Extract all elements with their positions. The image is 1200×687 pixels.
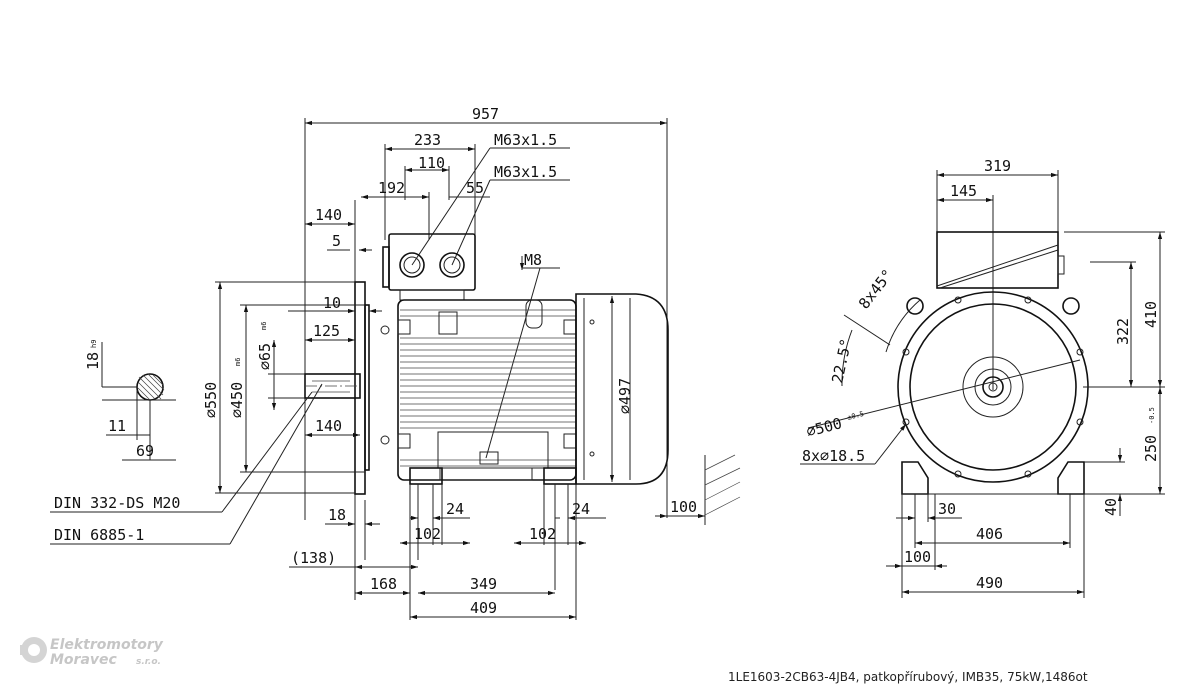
hole-angle-label: 22.5° <box>828 337 855 385</box>
frame-diameter-label: ⌀497 <box>616 378 634 414</box>
foot-width-left-label: 24 <box>446 500 464 518</box>
height-to-box-label: 410 <box>1142 301 1160 328</box>
shaft-height-tol-label: -0.5 <box>1148 407 1156 424</box>
key-depth-fit: h9 <box>90 340 98 348</box>
flange-thickness-label: 18 <box>328 506 346 524</box>
shaft-diameter-label: ⌀65 <box>256 343 274 370</box>
shaft-section: 11 69 18 h9 <box>84 340 176 461</box>
cable-entry-2-label: M63x1.5 <box>494 163 557 181</box>
flange-to-foot-label: (138) <box>291 549 336 567</box>
flange-diameter-label: ⌀550 <box>202 382 220 418</box>
flange-to-first-foot-label: 168 <box>370 575 397 593</box>
flange-spigot-label: 5 <box>332 232 341 250</box>
spigot-fit-label: m6 <box>234 358 242 366</box>
pcd-label: ⌀500 <box>804 414 844 441</box>
foot-spacing-label: 349 <box>470 575 497 593</box>
fan-clearance-label: 100 <box>670 498 697 516</box>
key-standard-label: DIN 6885-1 <box>54 526 144 544</box>
foot-pad-right-label: 102 <box>529 525 556 543</box>
hole-pattern-label: 8x⌀18.5 <box>802 447 865 465</box>
terminal-box-offset-label: 192 <box>378 179 405 197</box>
centre-hole-label: DIN 332-DS M20 <box>54 494 180 512</box>
company-logo: Elektromotory Moravec s.r.o. <box>20 637 164 668</box>
earth-thread-label: M8 <box>524 251 542 269</box>
flange-holes <box>902 296 1084 478</box>
cooling-fins <box>400 309 576 467</box>
drawing-caption: 1LE1603-2CB63-4JB4, patkopřírubový, IMB3… <box>728 670 1088 684</box>
box-height-label: 322 <box>1114 318 1132 345</box>
chamfer-angle-label: 8x45° <box>855 266 897 313</box>
foot-overall-label: 409 <box>470 599 497 617</box>
spigot-depth-label: 10 <box>323 294 341 312</box>
key-length-label: 140 <box>315 417 342 435</box>
foot-edge-label: 100 <box>904 548 931 566</box>
gland-offset-label: 55 <box>466 179 484 197</box>
box-offset-label: 145 <box>950 182 977 200</box>
spigot-diameter-label: ⌀450 <box>228 382 246 418</box>
shaft-height-label: 250 <box>1142 435 1160 462</box>
foot-hole-width-label: 30 <box>938 500 956 518</box>
foot-height-label: 40 <box>1102 498 1120 516</box>
foot-pad-left-label: 102 <box>414 525 441 543</box>
box-width-label: 319 <box>984 157 1011 175</box>
logo-line1: Elektromotory <box>50 637 164 653</box>
logo-line2: Moravec <box>50 652 118 668</box>
front-view: 319 145 <box>800 157 1165 598</box>
key-width-label: 11 <box>108 417 126 435</box>
shaft-fit-label: m6 <box>260 322 268 330</box>
terminal-box-width-label: 233 <box>414 131 441 149</box>
overall-length-label: 957 <box>472 105 499 123</box>
shaft-length-label: 125 <box>313 322 340 340</box>
gland-spacing-label: 110 <box>418 154 445 172</box>
side-view: 957 233 110 192 55 M63x1.5 M63x1.5 140 5 <box>50 105 741 620</box>
pcd-tol-label: ±0.5 <box>846 410 864 422</box>
key-depth-label: 18 <box>84 352 102 370</box>
foot-width-right-label: 24 <box>572 500 590 518</box>
logo-suffix: s.r.o. <box>136 657 161 667</box>
flange-to-box-label: 140 <box>315 206 342 224</box>
cable-entry-1-label: M63x1.5 <box>494 131 557 149</box>
base-width-label: 490 <box>976 574 1003 592</box>
shaft-height-label: 69 <box>136 442 154 460</box>
foot-pitch-label: 406 <box>976 525 1003 543</box>
